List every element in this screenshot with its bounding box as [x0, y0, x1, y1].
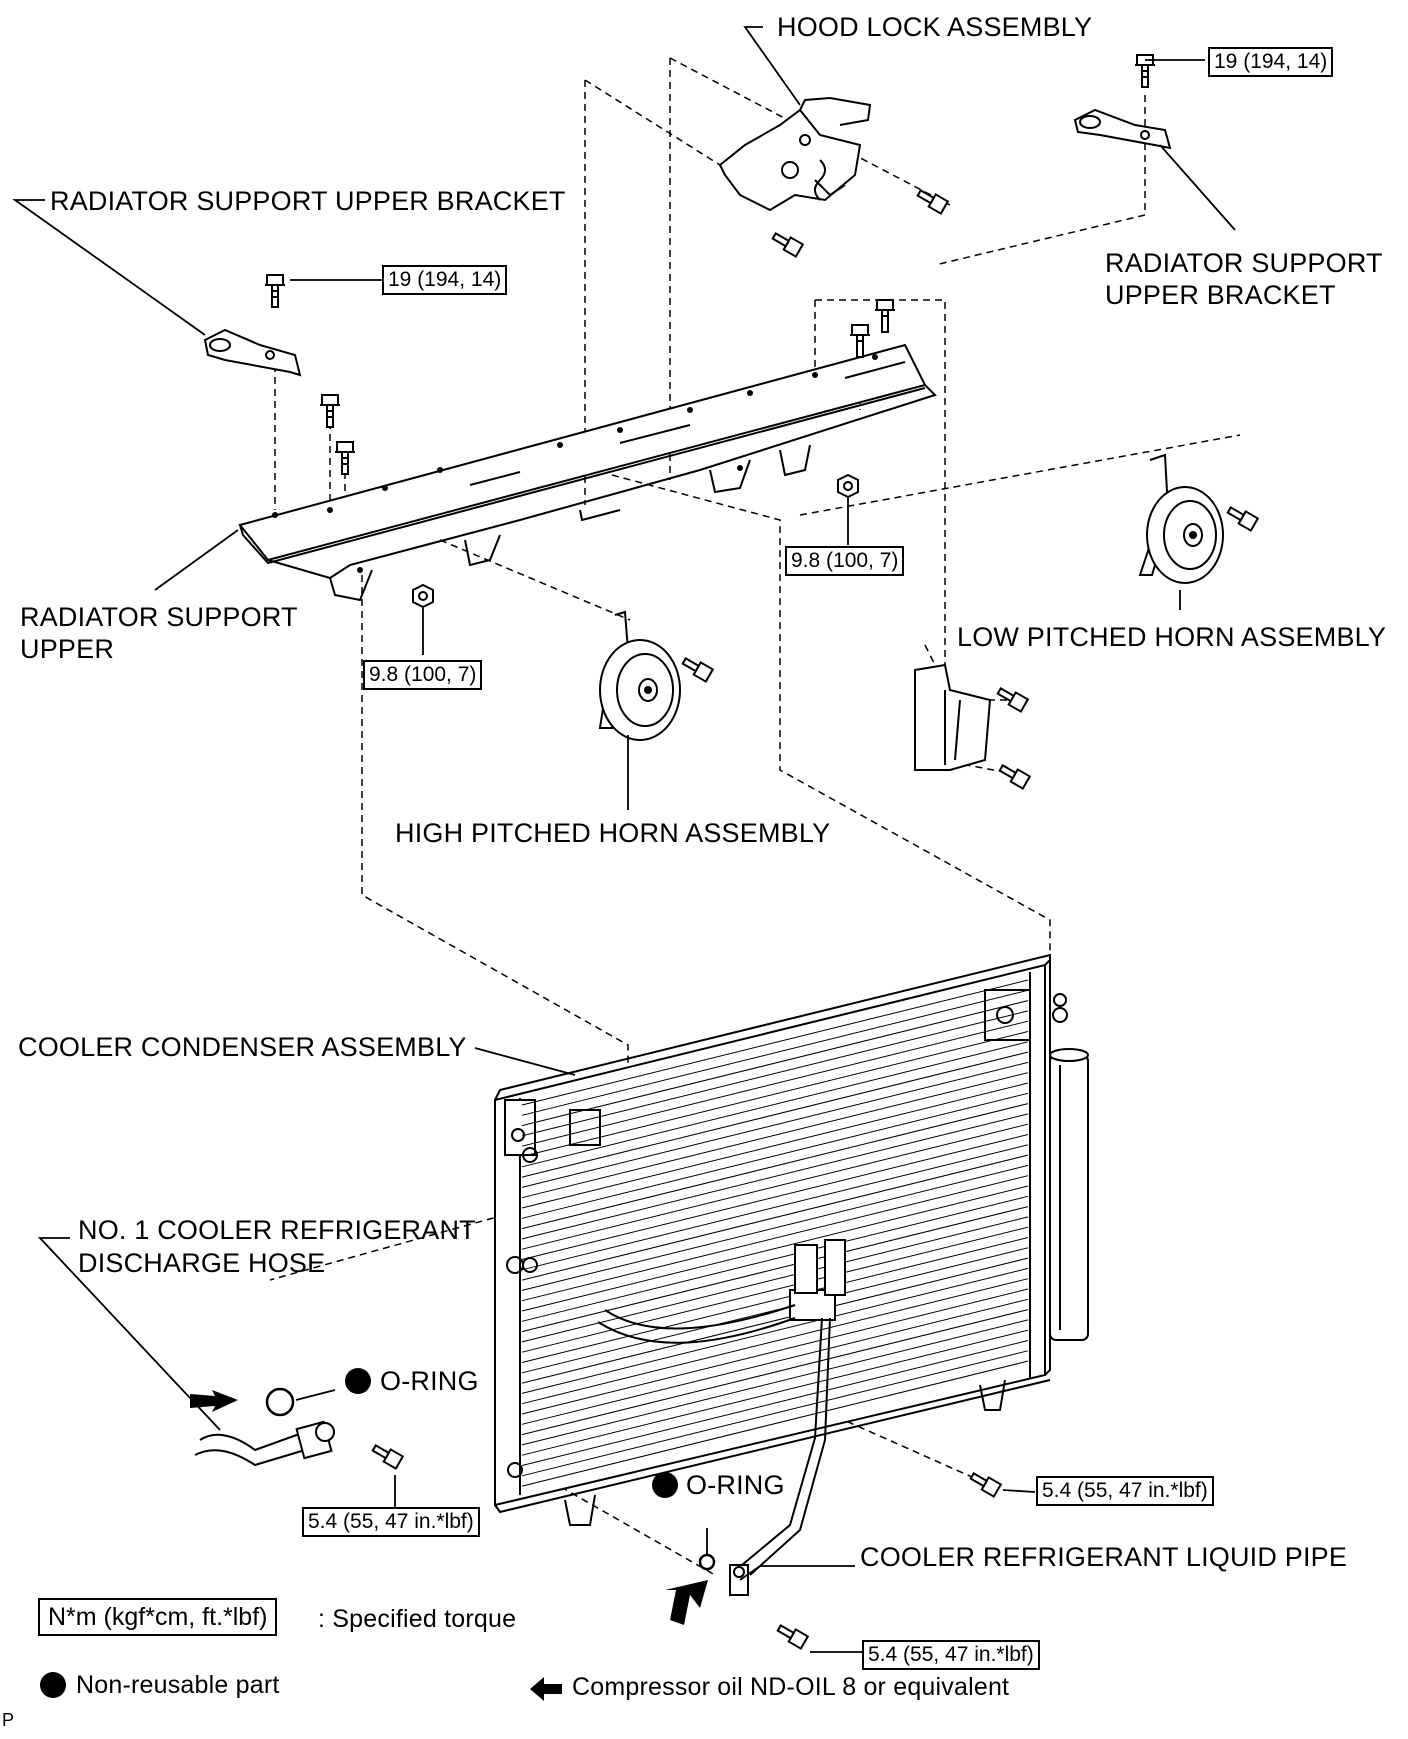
torque-top-right: 19 (194, 14) — [1208, 47, 1334, 77]
legend-torque-box: N*m (kgf*cm, ft.*lbf) — [38, 1598, 278, 1636]
label-condenser: COOLER CONDENSER ASSEMBLY — [18, 1032, 467, 1062]
torque-pipe: 5.4 (55, 47 in.*lbf) — [862, 1640, 1040, 1670]
torque-horn-left: 9.8 (100, 7) — [363, 660, 483, 690]
condenser-fins — [521, 979, 1029, 1487]
label-liquid-pipe: COOLER REFRIGERANT LIQUID PIPE — [860, 1542, 1348, 1572]
label-bracket-left: RADIATOR SUPPORT UPPER BRACKET — [50, 186, 566, 216]
label-discharge-hose-1: NO. 1 COOLER REFRIGERANT — [78, 1215, 476, 1245]
oil-arrows — [190, 1390, 708, 1625]
nonreusable-dot-oring-2 — [652, 1472, 678, 1498]
nuts — [412, 473, 859, 609]
bolts — [265, 54, 1155, 475]
leader-lines — [12, 26, 1236, 1653]
torque-condenser-right: 5.4 (55, 47 in.*lbf) — [1036, 1476, 1214, 1506]
radiator-support-upper — [238, 343, 937, 602]
legend-nonreusable-dot — [40, 1672, 66, 1698]
right-bracket-drawing — [1073, 108, 1172, 150]
label-oring-1: O-RING — [380, 1366, 479, 1396]
left-bracket-drawing — [203, 328, 302, 377]
torque-hose: 5.4 (55, 47 in.*lbf) — [302, 1507, 480, 1537]
label-bracket-right-2: UPPER BRACKET — [1105, 280, 1336, 310]
angled-bolts — [371, 189, 1260, 1650]
discharge-hose-drawing — [194, 1420, 335, 1467]
nonreusable-dot-oring-1 — [345, 1368, 371, 1394]
label-discharge-hose-2: DISCHARGE HOSE — [78, 1248, 326, 1278]
label-hood-lock: HOOD LOCK ASSEMBLY — [777, 12, 1093, 42]
corner-mark: P — [2, 1710, 15, 1730]
legend-arrow-icon — [530, 1677, 562, 1701]
torque-top-left: 19 (194, 14) — [382, 265, 508, 295]
legend-oil-text: Compressor oil ND-OIL 8 or equivalent — [572, 1673, 1010, 1701]
label-oring-2: O-RING — [686, 1470, 785, 1500]
low-horn-drawing — [1138, 453, 1224, 584]
torque-horn-right: 9.8 (100, 7) — [785, 546, 905, 576]
label-bracket-right-1: RADIATOR SUPPORT — [1105, 248, 1383, 278]
high-horn-drawing — [598, 610, 681, 741]
label-support-upper-2: UPPER — [20, 634, 115, 664]
label-support-upper-1: RADIATOR SUPPORT — [20, 602, 298, 632]
label-high-horn: HIGH PITCHED HORN ASSEMBLY — [395, 818, 831, 848]
label-low-horn: LOW PITCHED HORN ASSEMBLY — [957, 622, 1387, 652]
legend-nonreusable-text: Non-reusable part — [76, 1671, 280, 1699]
hood-lock-assembly-drawing — [718, 96, 872, 212]
legend-torque-text: : Specified torque — [318, 1605, 517, 1633]
pipe-fittings — [597, 1239, 846, 1596]
side-bracket-drawing — [914, 663, 992, 771]
